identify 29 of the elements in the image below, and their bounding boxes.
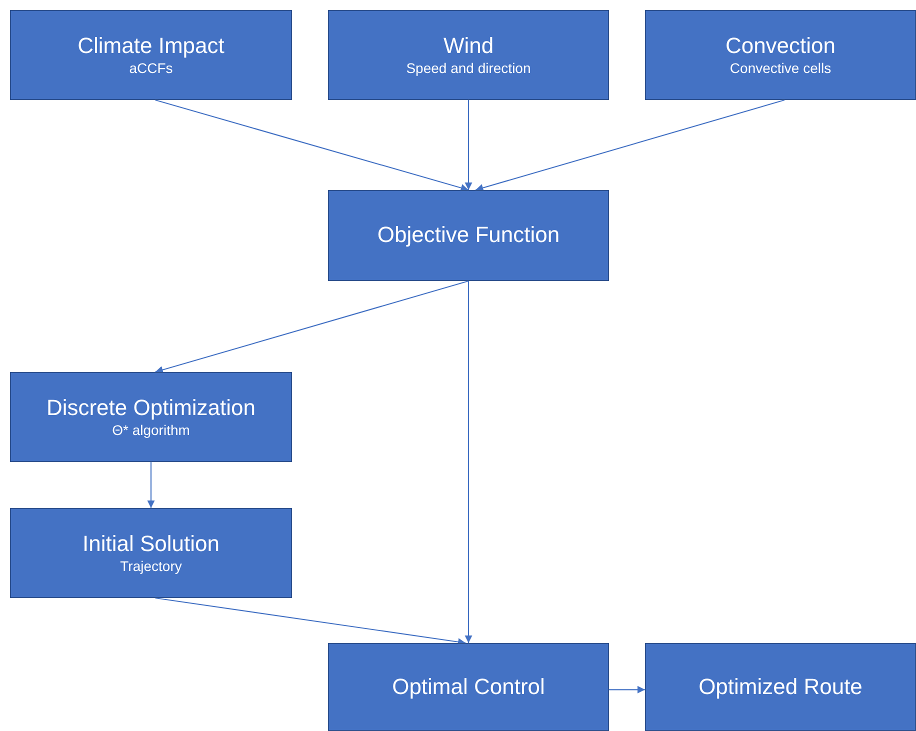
box-subtitle: Trajectory: [120, 557, 182, 576]
process-box: [328, 643, 609, 731]
process-box: [328, 190, 609, 281]
process-box: [645, 10, 916, 100]
arrow: [464, 281, 472, 643]
arrow: [155, 99, 469, 192]
arrow: [475, 99, 785, 192]
box-title: Objective Function: [377, 222, 560, 249]
arrow: [147, 462, 155, 508]
process-box: [10, 372, 292, 462]
box-subtitle: Speed and direction: [406, 59, 531, 78]
process-box: [328, 10, 609, 100]
box-title: Optimal Control: [392, 674, 545, 700]
box-subtitle: aCCFs: [129, 59, 173, 78]
box-title: Wind: [443, 32, 494, 60]
box-title: Discrete Optimization: [46, 394, 256, 422]
arrow: [155, 597, 466, 646]
box-title: Climate Impact: [78, 32, 224, 60]
box-title: Optimized Route: [698, 674, 862, 700]
process-box: [10, 508, 292, 598]
box-title: Initial Solution: [82, 530, 220, 558]
box-subtitle: Θ* algorithm: [112, 421, 190, 440]
arrow: [609, 686, 645, 694]
arrow: [155, 280, 469, 374]
process-box: [10, 10, 292, 100]
box-subtitle: Convective cells: [730, 59, 832, 78]
box-title: Convection: [725, 32, 836, 60]
process-box: [645, 643, 916, 731]
arrow: [464, 100, 472, 190]
